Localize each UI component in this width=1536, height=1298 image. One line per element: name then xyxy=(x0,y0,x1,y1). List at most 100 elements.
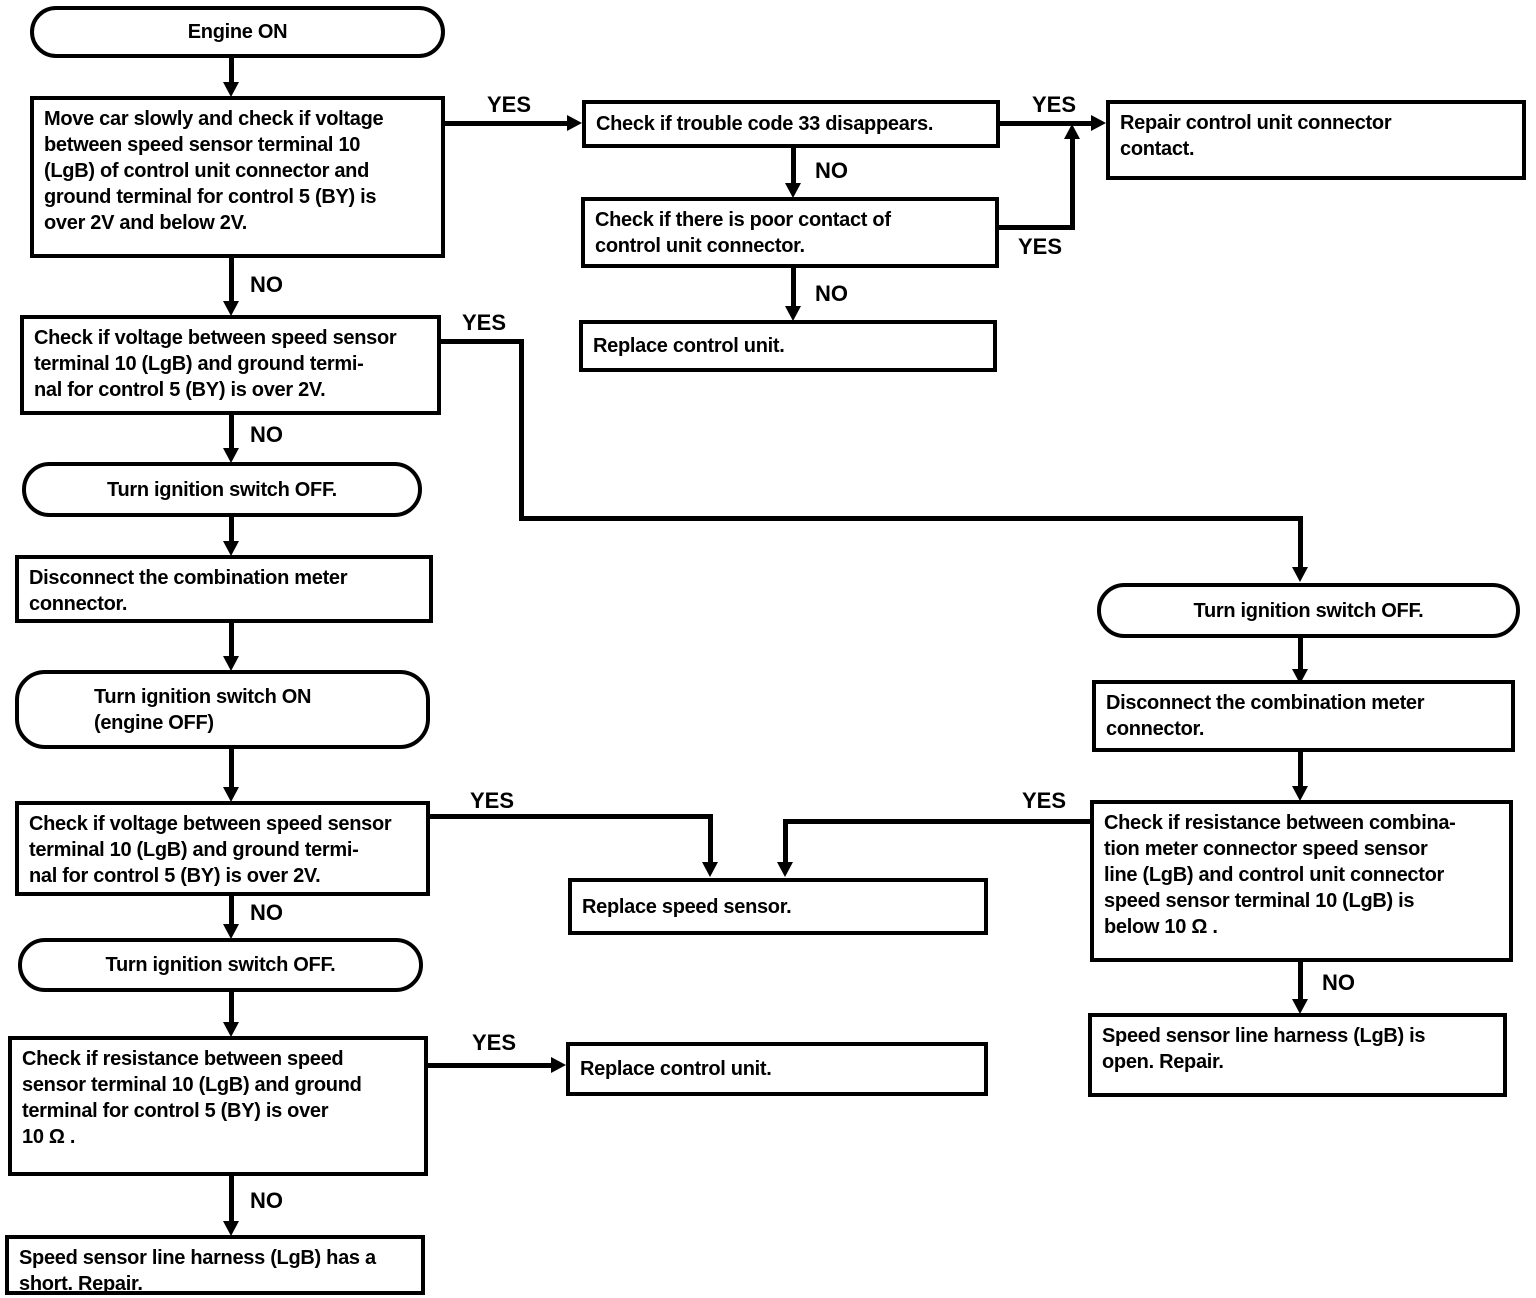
node-engine-on-text: Engine ON xyxy=(187,21,288,43)
arrowhead-engine-to-movecar xyxy=(223,82,239,97)
arrowhead-resistance-left-no xyxy=(223,1221,239,1236)
node-check-resistance-right: Check if resistance between combina- tio… xyxy=(1090,800,1513,962)
label-yes-voltage2: YES xyxy=(470,788,515,813)
label-no-voltage2: NO xyxy=(250,900,283,925)
edge-voltage2-yes-h xyxy=(430,814,713,819)
node-turn-on: Turn ignition switch ON (engine OFF) xyxy=(15,670,430,749)
node-turn-off-2-text: Turn ignition switch OFF. xyxy=(105,954,336,976)
arrowhead-voltage1-no xyxy=(223,448,239,463)
label-no-movecar: NO xyxy=(250,272,283,297)
label-no-resistance-right: NO xyxy=(1322,970,1355,995)
node-check-resistance-right-text: Check if resistance between combina- tio… xyxy=(1104,812,1456,938)
edge-voltage1-yes-h2 xyxy=(519,516,1303,521)
edge-resistance-right-yes-h xyxy=(787,819,1090,824)
node-repair-connector-contact: Repair control unit connector contact. xyxy=(1106,100,1526,180)
node-check-voltage-1-text: Check if voltage between speed sensor te… xyxy=(34,327,397,401)
node-check-voltage-2-text: Check if voltage between speed sensor te… xyxy=(29,813,392,887)
node-open-repair-text: Speed sensor line harness (LgB) is open.… xyxy=(1102,1025,1426,1073)
edge-turnon-to-voltage2 xyxy=(229,749,234,789)
edge-disconnect-to-turnon xyxy=(229,623,234,658)
edge-resistance-left-no xyxy=(229,1176,234,1223)
node-disconnect-meter-1-text: Disconnect the combination meter connect… xyxy=(29,567,348,615)
edge-disconnect2-to-resistance xyxy=(1298,752,1303,788)
edge-voltage1-no xyxy=(229,415,234,450)
arrowhead-resistance-left-yes xyxy=(551,1057,566,1073)
node-repair-connector-contact-text: Repair control unit connector contact. xyxy=(1120,112,1392,160)
edge-voltage1-yes-v2 xyxy=(1298,516,1303,569)
node-poor-contact: Check if there is poor contact of contro… xyxy=(581,197,999,268)
label-yes-movecar: YES xyxy=(487,92,532,117)
label-yes-voltage1: YES xyxy=(462,310,507,335)
node-turn-off-2: Turn ignition switch OFF. xyxy=(18,938,423,992)
node-replace-speed-sensor: Replace speed sensor. xyxy=(568,878,988,935)
edge-engine-to-movecar xyxy=(229,56,234,84)
label-no-code33: NO xyxy=(815,158,848,183)
arrowhead-code33-no xyxy=(785,183,801,198)
arrowhead-turnon-to-voltage2 xyxy=(223,787,239,802)
edge-movecar-no xyxy=(229,258,234,303)
arrowhead-poorcontact-yes xyxy=(1064,124,1080,139)
edge-poorcontact-no xyxy=(791,268,796,308)
arrowhead-code33-yes xyxy=(1091,115,1106,131)
edge-voltage2-yes-v xyxy=(708,814,713,864)
edge-voltage1-yes-h1 xyxy=(441,339,524,344)
arrowhead-turnoffright-to-disconnect xyxy=(1292,669,1308,684)
label-no-voltage1: NO xyxy=(250,422,283,447)
node-turn-off-right: Turn ignition switch OFF. xyxy=(1097,583,1520,638)
label-yes-resistance-right: YES xyxy=(1022,788,1067,813)
node-short-repair-text: Speed sensor line harness (LgB) has a sh… xyxy=(19,1247,376,1295)
label-yes-resistance-left: YES xyxy=(472,1030,517,1055)
edge-poorcontact-yes-h xyxy=(998,225,1075,230)
edge-turnoffright-to-disconnect xyxy=(1298,638,1303,671)
node-check-voltage-2: Check if voltage between speed sensor te… xyxy=(15,801,430,896)
node-engine-on: Engine ON xyxy=(30,6,445,58)
edge-voltage1-yes-v1 xyxy=(519,339,524,521)
arrowhead-resistance-right-no xyxy=(1292,999,1308,1014)
arrowhead-disconnect-to-turnon xyxy=(223,656,239,671)
node-disconnect-meter-2-text: Disconnect the combination meter connect… xyxy=(1106,692,1425,740)
node-replace-control-unit-top-text: Replace control unit. xyxy=(593,335,785,357)
label-no-resistance-left: NO xyxy=(250,1188,283,1213)
arrowhead-voltage1-yes xyxy=(1292,567,1308,582)
node-turn-off-right-text: Turn ignition switch OFF. xyxy=(1193,599,1424,622)
node-replace-speed-sensor-text: Replace speed sensor. xyxy=(582,895,792,918)
arrowhead-poorcontact-no xyxy=(785,306,801,321)
node-short-repair: Speed sensor line harness (LgB) has a sh… xyxy=(5,1235,425,1295)
edge-turnoff2-to-resistance xyxy=(229,992,234,1024)
edge-resistance-right-no xyxy=(1298,962,1303,1001)
node-replace-control-unit-top: Replace control unit. xyxy=(579,320,997,372)
node-disconnect-meter-2: Disconnect the combination meter connect… xyxy=(1092,680,1515,752)
node-move-car-check: Move car slowly and check if voltage bet… xyxy=(30,96,445,258)
node-check-resistance-left-text: Check if resistance between speed sensor… xyxy=(22,1048,362,1148)
node-check-voltage-1: Check if voltage between speed sensor te… xyxy=(20,315,441,415)
node-check-code33: Check if trouble code 33 disappears. xyxy=(582,100,1000,148)
edge-turnoff1-to-disconnect xyxy=(229,517,234,543)
edge-voltage2-no xyxy=(229,896,234,926)
arrowhead-voltage2-no xyxy=(223,924,239,939)
node-move-car-check-text: Move car slowly and check if voltage bet… xyxy=(44,108,384,234)
arrowhead-turnoff1-to-disconnect xyxy=(223,541,239,556)
edge-movecar-yes xyxy=(445,121,569,126)
node-turn-off-1-text: Turn ignition switch OFF. xyxy=(107,478,337,501)
node-turn-off-1: Turn ignition switch OFF. xyxy=(22,462,422,517)
edge-poorcontact-yes-v xyxy=(1070,137,1075,230)
node-check-resistance-left: Check if resistance between speed sensor… xyxy=(8,1036,428,1176)
label-yes-poorcontact: YES xyxy=(1018,234,1063,259)
arrowhead-turnoff2-to-resistance xyxy=(223,1022,239,1037)
label-yes-code33: YES xyxy=(1032,92,1077,117)
node-check-code33-text: Check if trouble code 33 disappears. xyxy=(596,113,934,135)
arrowhead-movecar-yes xyxy=(567,115,582,131)
edge-resistance-left-yes xyxy=(428,1063,553,1068)
edge-code33-yes xyxy=(1000,121,1092,126)
arrowhead-disconnect2-to-resistance xyxy=(1292,786,1308,801)
arrowhead-movecar-no xyxy=(223,301,239,316)
edge-resistance-right-yes-v xyxy=(783,819,788,864)
arrowhead-voltage2-yes xyxy=(702,862,718,877)
node-poor-contact-text: Check if there is poor contact of contro… xyxy=(595,209,891,257)
node-replace-control-unit-bottom: Replace control unit. xyxy=(566,1042,988,1096)
label-no-poorcontact: NO xyxy=(815,281,848,306)
node-turn-on-text: Turn ignition switch ON (engine OFF) xyxy=(94,685,312,734)
node-disconnect-meter-1: Disconnect the combination meter connect… xyxy=(15,555,433,623)
node-replace-control-unit-bottom-text: Replace control unit. xyxy=(580,1058,772,1080)
